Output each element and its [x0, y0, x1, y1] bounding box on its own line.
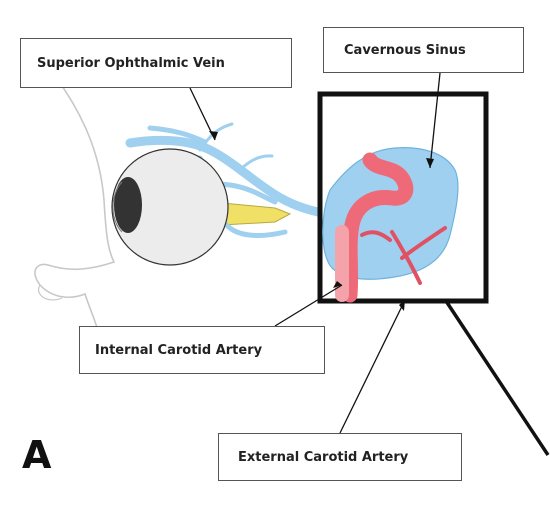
label-external-carotid-artery: External Carotid Artery — [218, 433, 462, 481]
leader-lines — [189, 72, 550, 456]
face-profile-outline — [34, 75, 116, 351]
label-superior-ophthalmic-vein: Superior Ophthalmic Vein — [20, 38, 292, 88]
leader-zoom-line — [444, 300, 550, 456]
leader-arrowheads — [209, 131, 434, 311]
panel-letter: A — [22, 433, 52, 477]
label-internal-carotid-artery: Internal Carotid Artery — [79, 326, 325, 374]
nostril-outline — [38, 284, 63, 301]
leader-external-carotid-artery — [339, 299, 406, 434]
label-cavernous-sinus: Cavernous Sinus — [323, 27, 524, 73]
leader-internal-carotid-artery — [274, 284, 343, 327]
internal-carotid-artery — [342, 152, 414, 303]
optic-nerve — [221, 202, 292, 226]
eyeball — [111, 148, 229, 266]
zoom-box — [317, 91, 489, 304]
leader-cavernous-sinus — [429, 72, 441, 169]
external-carotid-artery — [360, 226, 447, 285]
